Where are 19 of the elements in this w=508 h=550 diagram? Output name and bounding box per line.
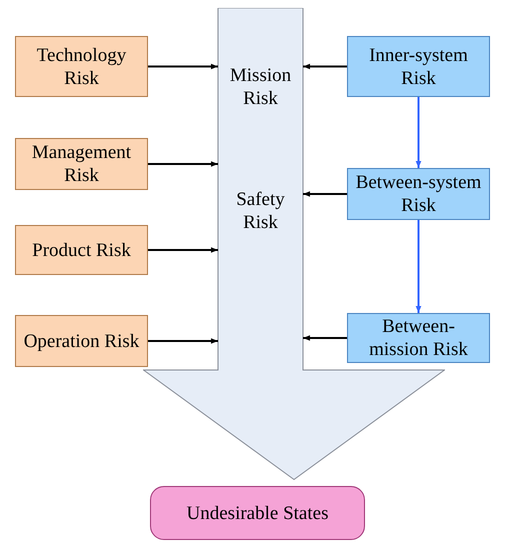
risk-box: Between-system Risk	[347, 168, 490, 220]
arrow	[148, 247, 218, 253]
arrow-label: Safety Risk	[235, 188, 286, 234]
arrow	[148, 338, 218, 344]
arrow	[303, 335, 347, 341]
arrow	[148, 161, 218, 167]
outcome-box: Undesirable States	[150, 486, 365, 540]
risk-box: Product Risk	[15, 225, 148, 275]
arrow	[303, 64, 347, 70]
arrow	[148, 64, 218, 70]
arrow	[416, 97, 422, 168]
risk-box: Operation Risk	[15, 315, 148, 367]
risk-box: Technology Risk	[15, 36, 148, 97]
arrow-label: Mission Risk	[228, 64, 292, 110]
arrow	[303, 191, 347, 197]
arrow	[416, 220, 422, 313]
risk-box: Inner-system Risk	[347, 36, 490, 97]
risk-box: Management Risk	[15, 138, 148, 190]
risk-box: Between-mission Risk	[347, 313, 490, 363]
